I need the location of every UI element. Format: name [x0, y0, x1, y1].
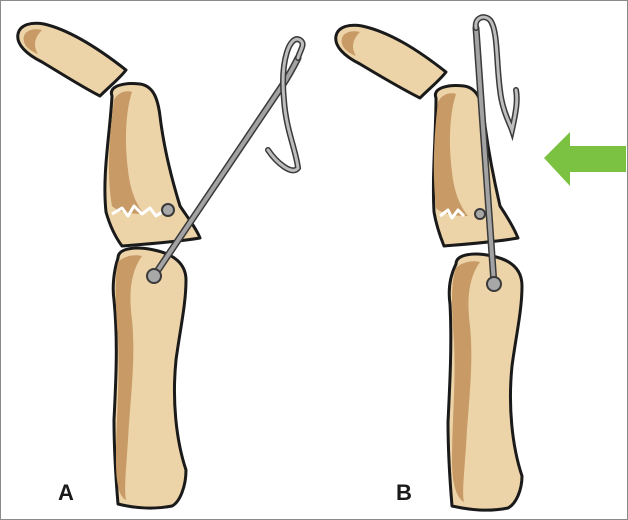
wire-entry-hole-a	[162, 204, 174, 216]
proximal-phalanx-a	[113, 248, 186, 508]
wire-tip-b	[487, 277, 501, 291]
panel-a-label: A	[58, 480, 74, 506]
arrow-left-icon	[544, 132, 626, 186]
wire-entry-hole-b	[475, 209, 485, 219]
proximal-phalanx-b	[448, 254, 522, 510]
panel-b	[336, 17, 626, 510]
k-wire-a	[147, 39, 303, 283]
panel-b-label: B	[396, 480, 412, 506]
panel-a	[18, 23, 303, 508]
distal-phalanx-a	[18, 23, 126, 96]
distal-phalanx-b	[336, 25, 446, 98]
k-wire-b	[476, 17, 517, 291]
wire-tip-a	[147, 269, 161, 283]
middle-phalanx-a	[105, 84, 200, 247]
